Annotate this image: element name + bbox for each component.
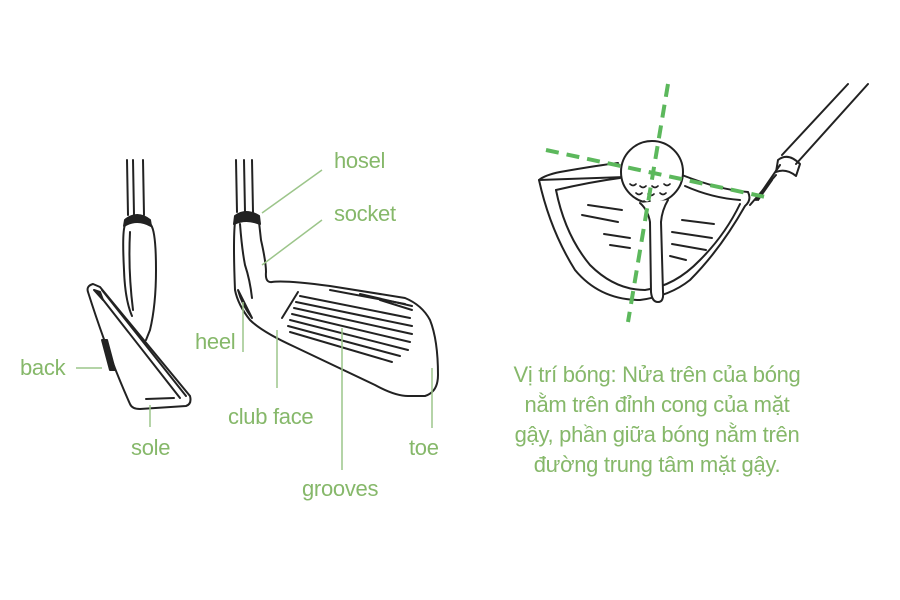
caption-line: đường trung tâm mặt gậy. <box>533 452 781 477</box>
iron-front-leaders <box>242 169 433 470</box>
label-heel: heel <box>195 329 236 354</box>
label-toe: toe <box>409 435 439 460</box>
caption-line: gậy, phần giữa bóng nằm trên <box>514 422 800 447</box>
label-hosel: hosel <box>334 148 386 173</box>
ball-position-caption: Vị trí bóng: Nửa trên của bóng nằm trên … <box>492 360 822 480</box>
driver-view <box>538 83 869 303</box>
label-sole: sole <box>131 435 171 460</box>
caption-line: Vị trí bóng: Nửa trên của bóng <box>513 362 801 387</box>
label-grooves: grooves <box>302 476 379 501</box>
label-back: back <box>20 355 66 380</box>
ball-position-guides <box>545 83 771 323</box>
label-club-face: club face <box>228 404 314 429</box>
caption-line: nằm trên đỉnh cong của mặt <box>524 392 790 417</box>
label-socket: socket <box>334 201 396 226</box>
iron-side-leaders <box>76 367 151 427</box>
iron-front-view <box>233 159 439 397</box>
iron-side-view <box>86 159 192 410</box>
